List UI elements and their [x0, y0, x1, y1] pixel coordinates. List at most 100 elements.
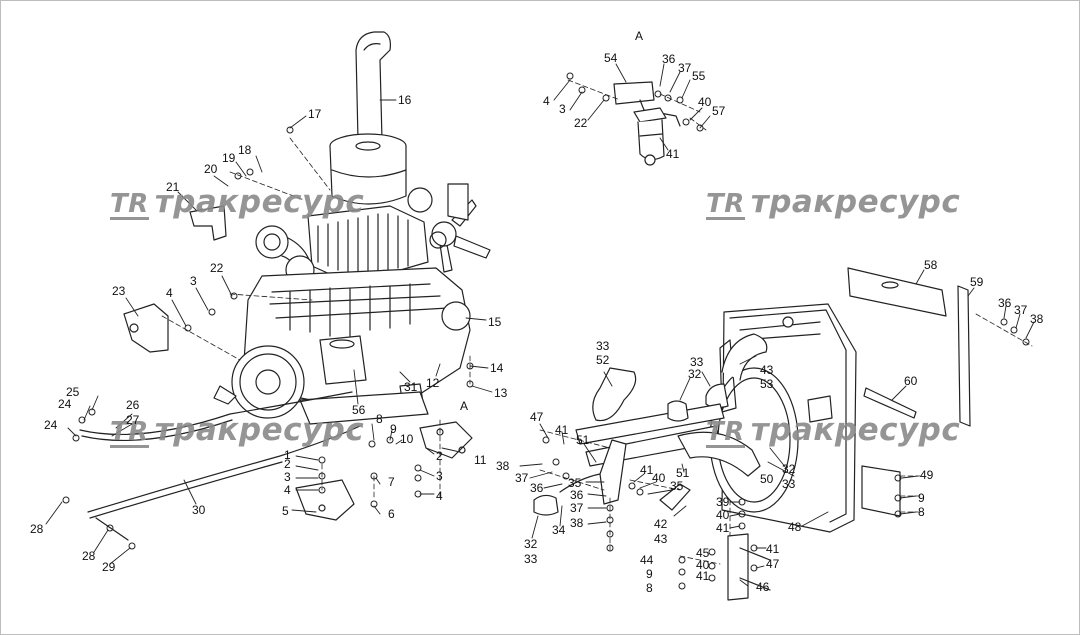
callout-label: 42: [654, 517, 668, 531]
callout-label: 33: [596, 339, 610, 353]
callout-label: 33: [524, 552, 538, 566]
callout-label: 15: [488, 315, 502, 329]
radiator-assembly: [533, 267, 971, 601]
callout-label: 48: [788, 520, 802, 534]
callout-label: 41: [696, 569, 710, 583]
callout-label: 51: [676, 466, 690, 480]
callout-label: 28: [82, 549, 96, 563]
callout-label: 56: [352, 403, 366, 417]
callout-label: 22: [210, 261, 224, 275]
callout-label: 27: [126, 413, 140, 427]
callout-label: 11: [474, 453, 487, 467]
callout-label: 54: [604, 51, 618, 65]
callout-label: 6: [388, 507, 395, 521]
callout-label: 40: [696, 558, 710, 572]
callout-label: 3: [559, 102, 566, 116]
callout-label: 35: [670, 479, 684, 493]
callout-label: 43: [760, 363, 774, 377]
callout-label: 50: [760, 472, 774, 486]
callout-label: 3: [190, 274, 197, 288]
callout-label: 22: [574, 116, 588, 130]
callout-label: 47: [766, 557, 780, 571]
watermark-logo: TR: [110, 417, 149, 448]
callout-label: 37: [515, 471, 529, 485]
watermark-logo: TR: [110, 189, 149, 220]
callout-label: 41: [555, 423, 569, 437]
watermark-logo: TR: [706, 189, 745, 220]
callout-label: 41: [766, 542, 780, 556]
callout-label: 28: [30, 522, 44, 536]
callout-label: 1: [284, 448, 291, 462]
fuel-hoses: [79, 391, 361, 541]
callout-label: 37: [1014, 303, 1028, 317]
callout-label: 32: [524, 537, 538, 551]
callout-label: 43: [654, 532, 668, 546]
callout-label: 21: [166, 180, 180, 194]
callout-label: 5: [282, 504, 289, 518]
callout-label: 35: [568, 476, 582, 490]
callout-label: 2: [284, 457, 291, 471]
callout-label: 32: [782, 462, 796, 476]
callout-label: 53: [760, 377, 774, 391]
callout-label: 23: [112, 284, 126, 298]
watermark-text: тракресурс: [154, 184, 365, 220]
callout-label: 7: [388, 475, 395, 489]
callout-label: 32: [688, 367, 702, 381]
callout-label: 9: [646, 567, 653, 581]
callout-label: 40: [652, 471, 666, 485]
callout-label: 4: [284, 483, 291, 497]
assembly-lines: [161, 79, 1033, 565]
leader-lines: [45, 63, 1035, 587]
callout-label: 59: [970, 275, 984, 289]
callout-label: 33: [690, 355, 704, 369]
callout-label: 38: [1030, 312, 1044, 326]
callout-label: 49: [920, 468, 934, 482]
callout-label: 47: [530, 410, 544, 424]
callout-label: 17: [308, 107, 322, 121]
callout-label: 36: [998, 296, 1012, 310]
callout-label: 36: [570, 488, 584, 502]
callout-label: 36: [662, 52, 676, 66]
callout-label: 18: [238, 143, 252, 157]
callout-label: 58: [924, 258, 938, 272]
callout-label: 51: [576, 433, 590, 447]
callout-label: 31: [404, 380, 418, 394]
callout-label: 29: [102, 560, 116, 574]
callout-label: 2: [436, 449, 443, 463]
watermark-text: тракресурс: [154, 412, 365, 448]
callout-label: 12: [426, 376, 440, 390]
callout-label: 24: [44, 418, 58, 432]
callout-label: 8: [376, 412, 383, 426]
callout-label: 41: [666, 147, 680, 161]
callout-label: 44: [640, 553, 654, 567]
callout-label: 3: [284, 470, 291, 484]
callout-label: 55: [692, 69, 706, 83]
callout-label: 38: [570, 516, 584, 530]
callout-label: 13: [494, 386, 508, 400]
callout-label: 40: [698, 95, 712, 109]
watermark-logo: TR: [706, 417, 745, 448]
callout-label: 30: [192, 503, 206, 517]
callout-label: 20: [204, 162, 218, 176]
callout-label: 16: [398, 93, 412, 107]
watermark-text: тракресурс: [750, 412, 961, 448]
callout-label: 41: [716, 521, 730, 535]
callout-label: 10: [400, 432, 414, 446]
callout-label: 57: [712, 104, 726, 118]
callout-label: 37: [570, 501, 584, 515]
callout-label: 39: [716, 495, 730, 509]
callout-label: 60: [904, 374, 918, 388]
callout-label: 19: [222, 151, 236, 165]
callout-label: 4: [166, 286, 173, 300]
callout-label: 46: [756, 580, 770, 594]
callout-label: 45: [696, 546, 710, 560]
watermark-text: тракресурс: [750, 184, 961, 220]
callout-label: A: [460, 399, 469, 413]
callout-label: 34: [552, 523, 566, 537]
callout-label: 41: [640, 463, 654, 477]
